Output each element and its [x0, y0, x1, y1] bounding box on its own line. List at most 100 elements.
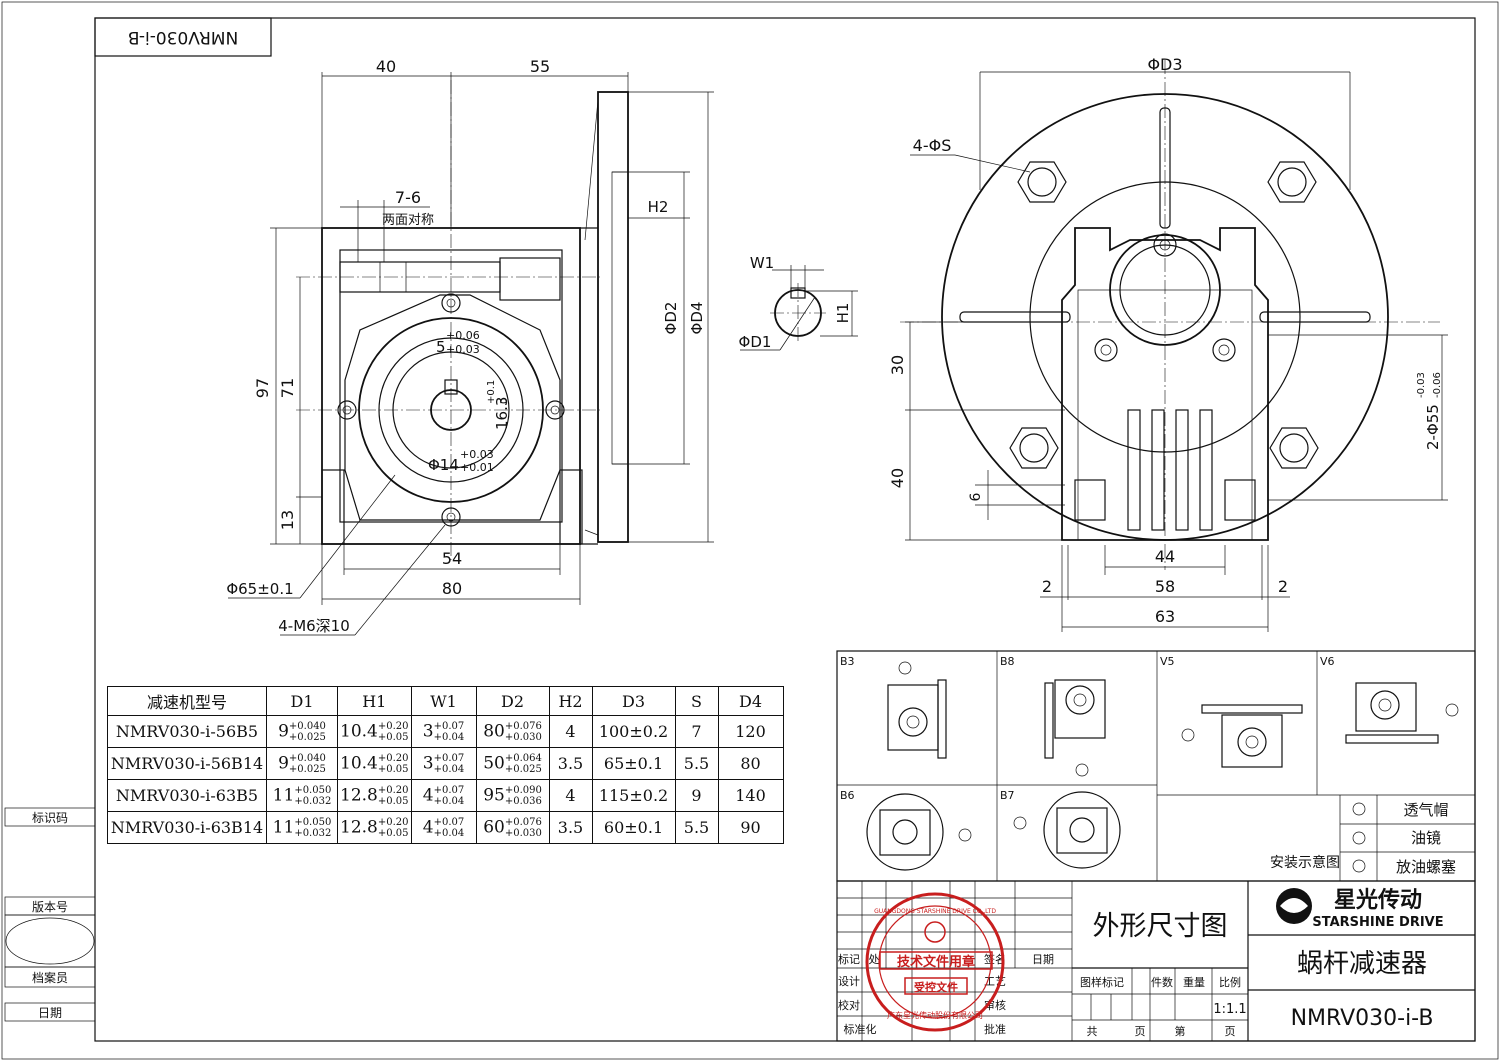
- svg-text:H1: H1: [834, 303, 852, 324]
- svg-text:共: 共: [1087, 1025, 1098, 1038]
- header-h2: H2: [548, 686, 593, 716]
- svg-text:两面对称: 两面对称: [382, 213, 434, 228]
- scale-value: 1:1.1: [1213, 1002, 1246, 1017]
- header-w1: W1: [410, 686, 477, 716]
- controlled-document-stamp: 技术文件用章 受控文件 GUANGDONG STARSHINE DRIVE CO…: [865, 892, 1005, 1032]
- svg-text:校对: 校对: [838, 998, 860, 1012]
- svg-text:GUANGDONG STARSHINE DRIVE CO.,: GUANGDONG STARSHINE DRIVE CO.,LTD: [874, 908, 996, 915]
- svg-text:受控文件: 受控文件: [914, 980, 958, 994]
- svg-text:ΦD3: ΦD3: [1147, 55, 1182, 74]
- svg-text:图样标记: 图样标记: [1080, 975, 1124, 989]
- svg-text:+0.03: +0.03: [460, 448, 494, 461]
- mount-label-b7: B7: [1000, 789, 1015, 802]
- svg-text:广东星光传动股份有限公司: 广东星光传动股份有限公司: [887, 1010, 983, 1020]
- svg-text:Φ14: Φ14: [428, 456, 459, 474]
- svg-text:第: 第: [1175, 1024, 1186, 1038]
- svg-text:4-M6深10: 4-M6深10: [278, 617, 350, 635]
- header-d4: D4: [717, 686, 784, 716]
- side-view: 40 55 7-6 两面对称 H2 ΦD2 ΦD4 97 71 13 54: [226, 57, 714, 636]
- mount-label-v6: V6: [1320, 655, 1335, 668]
- svg-text:比例: 比例: [1219, 975, 1241, 989]
- svg-text:档案员: 档案员: [32, 970, 68, 985]
- svg-text:58: 58: [1155, 577, 1175, 596]
- svg-text:+0.06: +0.06: [446, 329, 480, 342]
- svg-text:签名: 签名: [984, 952, 1006, 966]
- svg-text:54: 54: [442, 549, 462, 568]
- table-row: NMRV030-i-56B14 9+0.040+0.025 10.4+0.20+…: [107, 747, 784, 780]
- product-name: 蜗杆减速器: [1297, 949, 1427, 979]
- svg-text:-0.03: -0.03: [1416, 372, 1427, 398]
- drawing-code-text: NMRV030-i-B: [128, 27, 238, 47]
- svg-text:批准: 批准: [984, 1022, 1006, 1036]
- svg-text:6: 6: [968, 492, 984, 501]
- svg-text:H2: H2: [648, 198, 669, 216]
- legend-drain-plug: 放油螺塞: [1396, 858, 1456, 876]
- header-d2: D2: [475, 686, 550, 716]
- header-d3: D3: [591, 686, 676, 716]
- svg-text:ΦD1: ΦD1: [739, 333, 772, 351]
- svg-text:30: 30: [888, 355, 907, 375]
- svg-text:ΦD2: ΦD2: [662, 302, 680, 335]
- svg-text:4-ΦS: 4-ΦS: [913, 136, 952, 155]
- svg-text:63: 63: [1155, 607, 1175, 626]
- company-name-en: STARSHINE DRIVE: [1312, 915, 1443, 930]
- svg-text:标准化: 标准化: [844, 1022, 877, 1036]
- svg-text:44: 44: [1155, 547, 1175, 566]
- left-margin-block: 标识码 版本号 档案员 日期: [4, 807, 96, 1022]
- company-name-cn: 星光传动: [1334, 888, 1422, 913]
- svg-text:97: 97: [253, 378, 272, 398]
- drawing-title: 外形尺寸图: [1093, 911, 1228, 942]
- header-d1: D1: [266, 686, 338, 716]
- svg-text:日期: 日期: [38, 1006, 62, 1020]
- table-row: NMRV030-i-63B14 11+0.050+0.032 12.8+0.20…: [107, 811, 784, 844]
- svg-text:W1: W1: [750, 254, 774, 272]
- svg-text:技术文件用章: 技术文件用章: [897, 954, 975, 970]
- svg-text:件数: 件数: [1151, 976, 1173, 989]
- header-s: S: [674, 686, 719, 716]
- svg-text:5: 5: [436, 338, 446, 356]
- svg-text:0: 0: [499, 398, 510, 404]
- drawing-code-box: [94, 17, 272, 57]
- svg-text:重量: 重量: [1183, 975, 1205, 989]
- svg-text:页: 页: [1135, 1025, 1146, 1038]
- svg-text:ΦD4: ΦD4: [688, 302, 706, 335]
- drawing-number: NMRV030-i-B: [1291, 1006, 1434, 1031]
- svg-text:40: 40: [888, 468, 907, 488]
- svg-text:40: 40: [376, 57, 396, 76]
- drawing-frame: [94, 17, 1476, 1042]
- table-row: NMRV030-i-63B5 11+0.050+0.032 12.8+0.20+…: [107, 779, 784, 812]
- shaft-section-view: W1 H1 ΦD1: [739, 254, 858, 351]
- legend-oil-sight: 油镜: [1411, 829, 1441, 847]
- mounting-positions: B3 B8 V5 V6 B6 B7 安装示意图 透气帽 油镜 放油螺塞: [836, 650, 1476, 882]
- svg-text:版本号: 版本号: [32, 900, 68, 914]
- svg-text:55: 55: [530, 57, 550, 76]
- svg-text:标识码: 标识码: [32, 811, 68, 825]
- legend-title: 安装示意图: [1270, 854, 1340, 871]
- table-row: NMRV030-i-56B5 9+0.040+0.025 10.4+0.20+0…: [107, 715, 784, 748]
- svg-text:2: 2: [1278, 577, 1288, 596]
- dimension-table: 减速机型号 D1 H1 W1 D2 H2 D3 S D4 NMRV030-i-5…: [107, 686, 784, 844]
- mount-label-b6: B6: [840, 789, 855, 802]
- svg-text:页: 页: [1225, 1025, 1236, 1038]
- svg-text:+0.03: +0.03: [446, 343, 480, 356]
- table-header-row: 减速机型号 D1 H1 W1 D2 H2 D3 S D4: [107, 686, 784, 716]
- front-view: ΦD3 4-ΦS 30 40 6 2-Φ55 -0.03 -0.06 44 58…: [888, 55, 1448, 632]
- svg-text:处: 处: [869, 953, 880, 966]
- header-h1: H1: [337, 686, 412, 716]
- mount-label-b8: B8: [1000, 655, 1015, 668]
- svg-text:+0.1: +0.1: [486, 380, 497, 404]
- svg-text:+0.01: +0.01: [460, 461, 494, 474]
- svg-text:13: 13: [278, 510, 297, 530]
- svg-text:-0.06: -0.06: [1432, 372, 1443, 398]
- svg-text:2-Φ55: 2-Φ55: [1424, 404, 1442, 450]
- svg-text:日期: 日期: [1032, 953, 1054, 966]
- svg-text:16.3: 16.3: [493, 397, 511, 430]
- svg-text:80: 80: [442, 579, 462, 598]
- svg-text:设计: 设计: [838, 975, 860, 988]
- svg-text:7-6: 7-6: [395, 188, 421, 207]
- svg-text:71: 71: [278, 378, 297, 398]
- svg-text:2: 2: [1042, 577, 1052, 596]
- mount-label-b3: B3: [840, 655, 855, 668]
